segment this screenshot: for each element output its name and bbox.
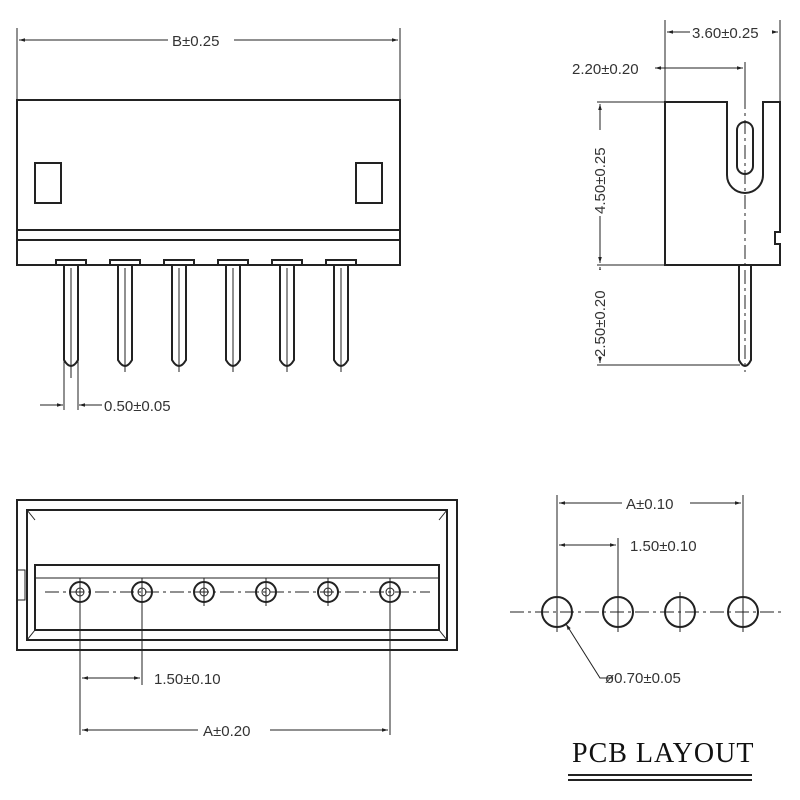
side-body-outline bbox=[664, 101, 781, 266]
side-view: 3.60±0.25 2.20±0.20 4.50±0.25 2.50±0.20 bbox=[572, 20, 781, 372]
bottom-chamfer-br bbox=[438, 629, 448, 641]
pcb-hole-label: ø0.70±0.05 bbox=[605, 670, 681, 687]
pcb-pitch-label: 1.50±0.10 bbox=[630, 538, 697, 555]
pin bbox=[325, 259, 357, 372]
front-pins bbox=[55, 259, 357, 378]
body-height-label: 4.50±0.25 bbox=[592, 147, 609, 214]
slot-label: 2.20±0.20 bbox=[572, 61, 639, 78]
bottom-outer-frame bbox=[16, 499, 458, 651]
pcb-layout-title: PCB LAYOUT bbox=[572, 738, 754, 769]
latch-window-right bbox=[355, 162, 383, 204]
pin-hole bbox=[131, 578, 153, 606]
pcb-hole bbox=[727, 592, 759, 632]
pin-hole bbox=[69, 578, 91, 606]
latch-window-left bbox=[34, 162, 62, 204]
bottom-pin-holes bbox=[69, 578, 401, 606]
bottom-pin-channel bbox=[34, 564, 440, 631]
width-label: B±0.25 bbox=[172, 33, 219, 50]
pin bbox=[271, 259, 303, 372]
pin bbox=[217, 259, 249, 372]
pin-length-label-bg bbox=[590, 270, 610, 356]
pcb-holes bbox=[541, 592, 759, 632]
pin-hole bbox=[193, 578, 215, 606]
pcb-layout: A±0.10 1.50±0.10 ø0.70±0.05 PCB LAYOUT bbox=[510, 493, 785, 781]
side-pin bbox=[738, 265, 752, 367]
pcb-hole-leader bbox=[565, 623, 612, 679]
pin-hole bbox=[255, 578, 277, 606]
pcb-hole bbox=[541, 592, 573, 632]
depth-label: 3.60±0.25 bbox=[692, 25, 759, 42]
bottom-notch-left bbox=[17, 569, 26, 601]
width-label-bg bbox=[168, 30, 234, 50]
pcb-hole bbox=[602, 592, 634, 632]
bottom-inner-frame bbox=[26, 509, 448, 641]
pcb-span-label-bg bbox=[622, 493, 690, 513]
pcb-hole bbox=[664, 592, 696, 632]
body-height-label-bg bbox=[590, 130, 610, 216]
housing-body bbox=[16, 99, 401, 266]
bottom-pitch-label: 1.50±0.10 bbox=[154, 671, 221, 688]
bottom-total-label: A±0.20 bbox=[203, 723, 250, 740]
pin bbox=[163, 259, 195, 372]
bottom-chamfer-tl bbox=[26, 509, 36, 521]
bottom-chamfer-bl bbox=[26, 629, 36, 641]
bottom-view: 1.50±0.10 A±0.20 bbox=[16, 499, 458, 740]
pin bbox=[109, 259, 141, 372]
front-view: B±0.25 bbox=[16, 28, 401, 415]
pin-width-label: 0.50±0.05 bbox=[104, 398, 171, 415]
pin-hole bbox=[379, 578, 401, 606]
depth-label-bg bbox=[690, 22, 772, 42]
pin bbox=[55, 259, 87, 378]
pin-length-label: 2.50±0.20 bbox=[592, 290, 609, 357]
pcb-span-label: A±0.10 bbox=[626, 496, 673, 513]
bottom-total-label-bg bbox=[198, 720, 270, 740]
pin-hole bbox=[317, 578, 339, 606]
bottom-chamfer-tr bbox=[438, 509, 448, 521]
